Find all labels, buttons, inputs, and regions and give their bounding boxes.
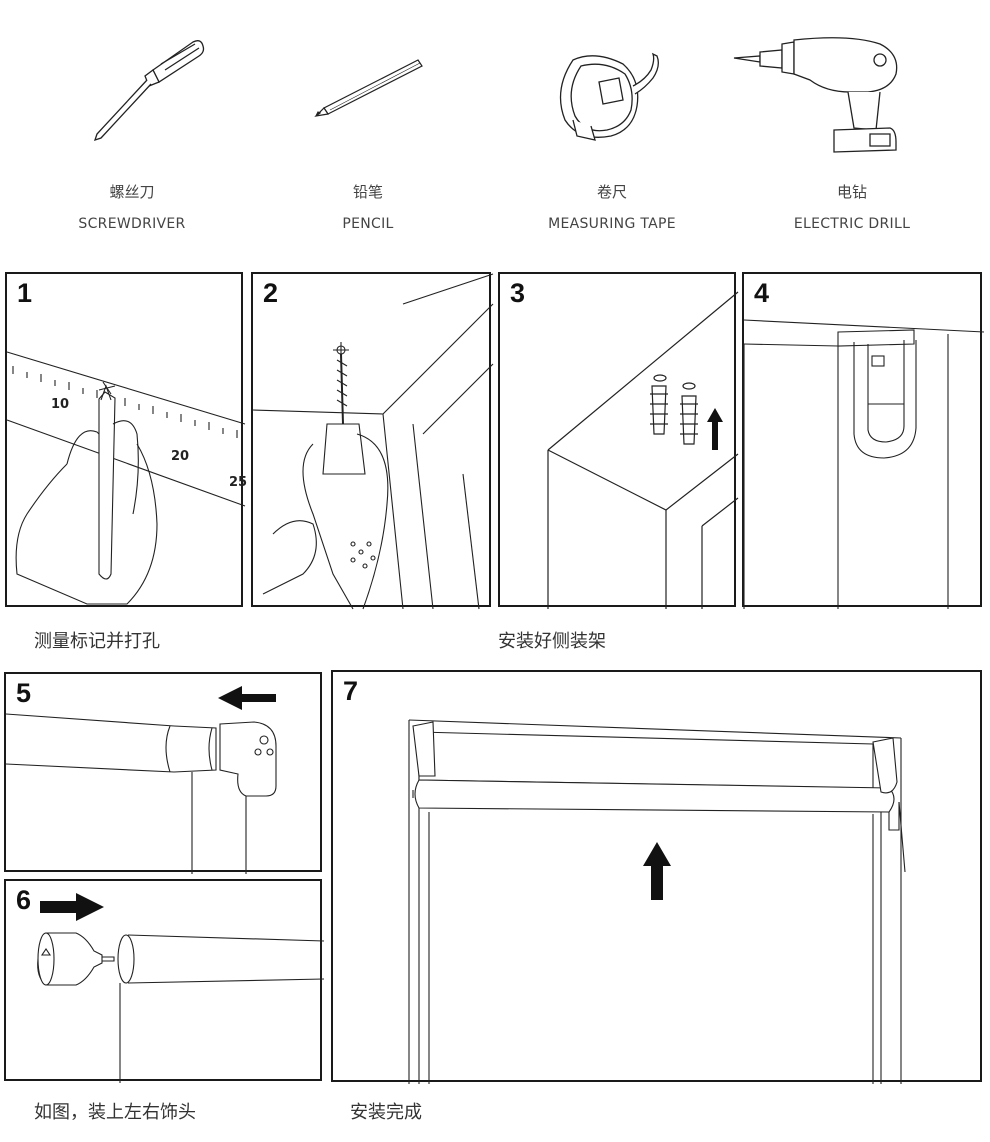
tool-label-en: SCREWDRIVER [78, 216, 186, 232]
step-1-panel: 10 20 25 1 [5, 272, 247, 607]
tool-screwdriver [45, 30, 245, 160]
step-1-illustration: 10 20 25 [6, 351, 247, 605]
tool-label-en: PENCIL [342, 216, 394, 232]
step-2-illustration [252, 273, 494, 610]
pencil-icon [314, 59, 423, 117]
ruler-tick-label: 10 [51, 397, 69, 412]
tool-label-cn: 卷尺 [596, 183, 627, 201]
right-arrow-icon [40, 893, 104, 921]
tool-label-cn: 铅笔 [352, 183, 383, 201]
step-number: 5 [16, 678, 32, 708]
tool-label-en: ELECTRIC DRILL [793, 216, 911, 232]
step-4-panel: 4 [742, 272, 985, 609]
step-4-illustration [743, 319, 985, 609]
step-number: 3 [510, 278, 526, 308]
step-number: 6 [16, 885, 32, 915]
step-3-panel: 3 [498, 272, 739, 609]
measuring-tape-icon [559, 52, 659, 141]
step-3-illustration [547, 291, 739, 609]
tool-electric-drill [730, 30, 930, 160]
caption-install-end-caps: 如图，装上左右饰头 [34, 1102, 196, 1123]
tool-measuring-tape [515, 30, 715, 160]
step-number: 2 [263, 278, 279, 308]
step-5-illustration [5, 686, 277, 874]
caption-measure-drill: 测量标记并打孔 [34, 631, 160, 652]
up-arrow-icon [643, 842, 671, 900]
tool-pencil [270, 30, 470, 160]
ruler-tick-label: 20 [171, 449, 189, 464]
ruler-tick-label: 25 [229, 475, 247, 490]
step-7-panel: 7 [331, 670, 982, 1084]
step-number: 7 [343, 676, 359, 706]
left-arrow-icon [218, 686, 276, 710]
step-number: 4 [754, 278, 770, 308]
tool-label-en: MEASURING TAPE [548, 216, 676, 232]
step-number: 1 [17, 278, 33, 308]
step-6-illustration [37, 893, 325, 1083]
tool-label-cn: 螺丝刀 [109, 183, 155, 201]
step-2-panel: 2 [251, 272, 494, 610]
caption-install-done: 安装完成 [350, 1102, 422, 1123]
up-arrow-icon [707, 408, 723, 450]
caption-install-brackets: 安装好侧装架 [498, 631, 606, 652]
step-5-panel: 5 [4, 672, 322, 874]
screwdriver-icon [93, 40, 205, 142]
tool-label-cn: 电钻 [836, 183, 867, 201]
electric-drill-icon [733, 37, 898, 153]
step-7-illustration [408, 719, 906, 1084]
step-6-panel: 6 [4, 879, 325, 1083]
